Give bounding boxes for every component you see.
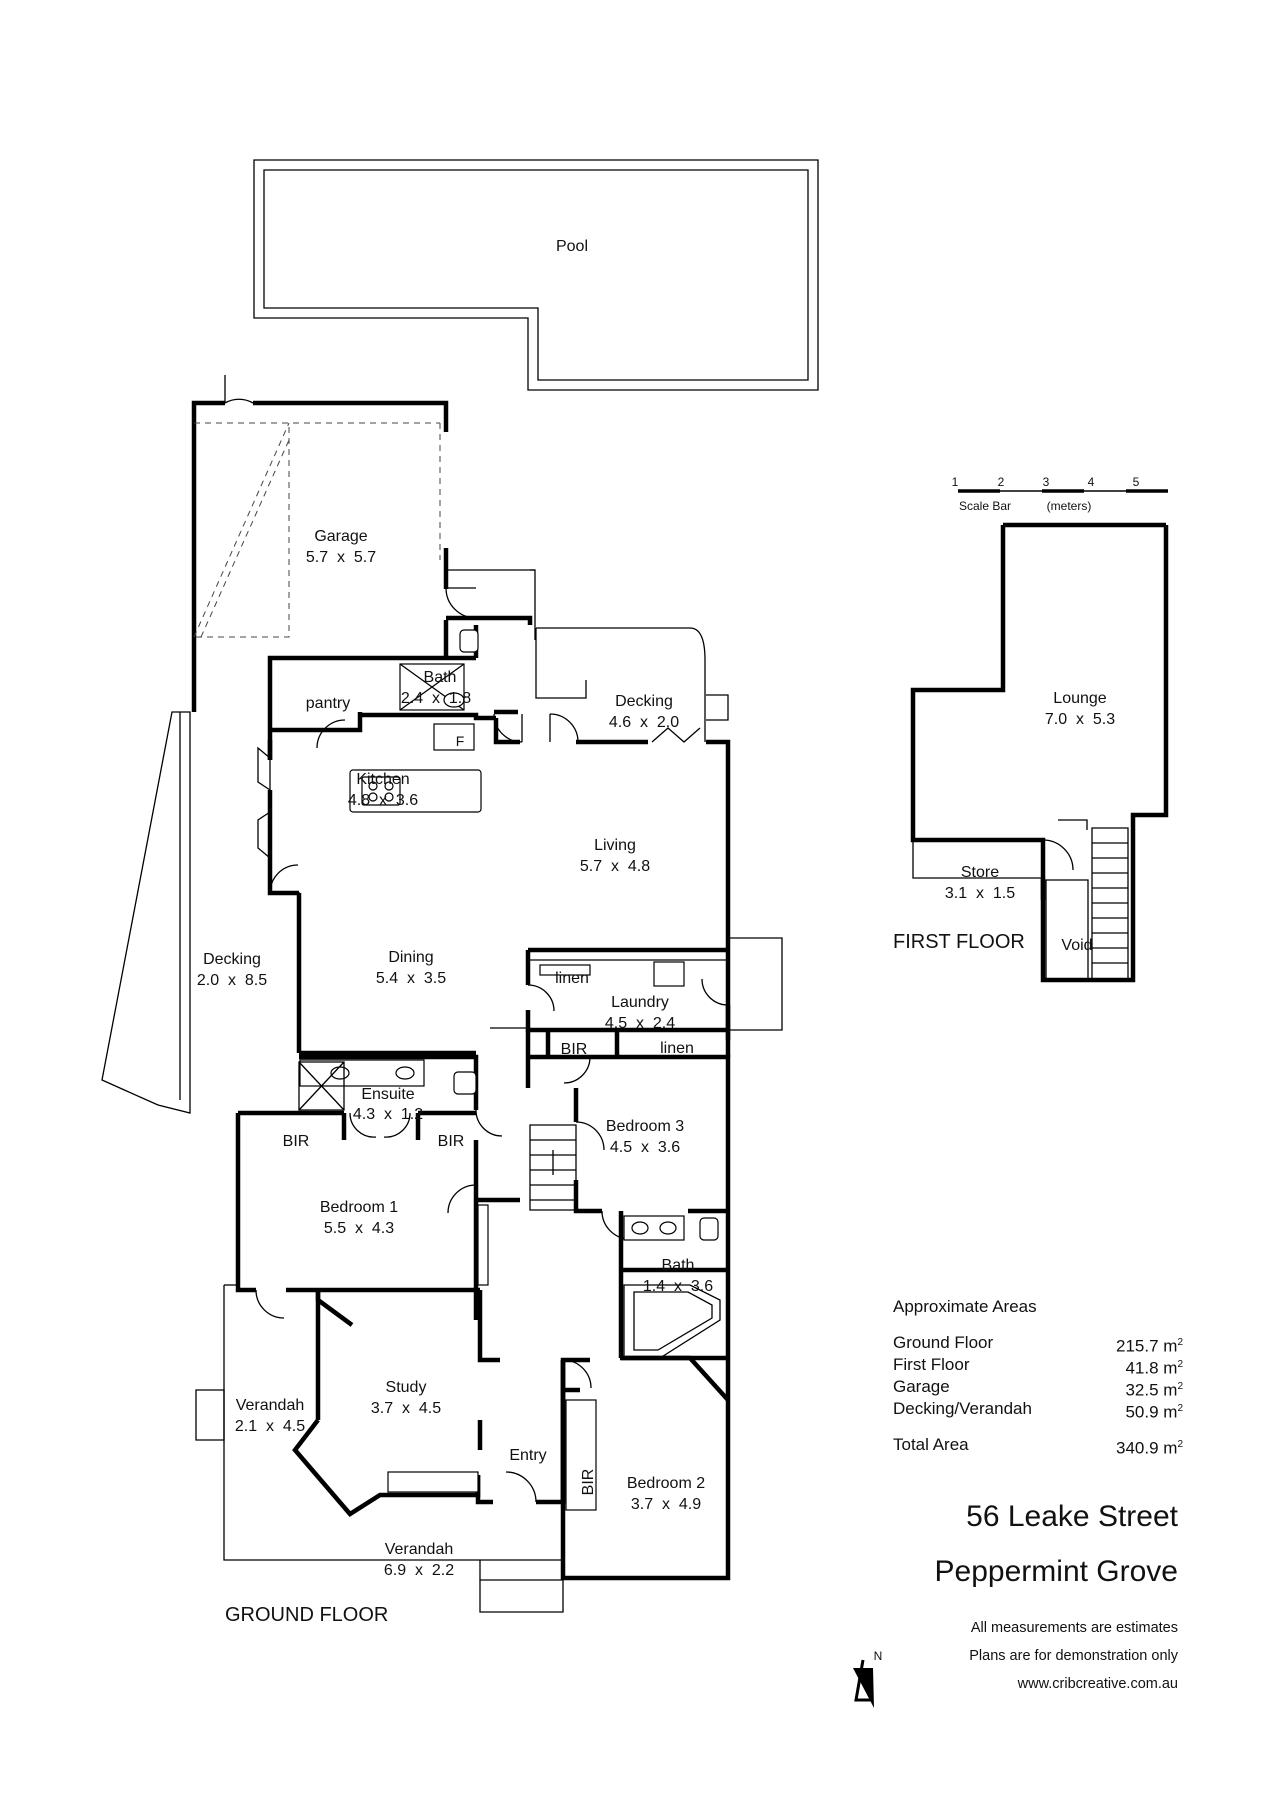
compass-label: N: [874, 1649, 883, 1663]
room-verandah-front-name: Verandah: [385, 1541, 454, 1558]
address-street: 56 Leake Street: [966, 1500, 1178, 1533]
area-value: 41.8 m2: [1125, 1358, 1183, 1378]
verandah-outlines: [195, 1284, 564, 1613]
area-row: Garage 32.5 m2: [893, 1376, 1183, 1400]
room-bath-top-name: Bath: [424, 669, 457, 686]
fixtures: [298, 629, 721, 1511]
room-store-name: Store: [961, 864, 999, 881]
room-dining-dims: 5.4 x 3.5: [376, 970, 446, 987]
note-demonstration: Plans are for demonstration only: [969, 1648, 1178, 1664]
bir-bed3-label: BIR: [561, 1041, 588, 1058]
room-bedroom3-name: Bedroom 3: [606, 1118, 684, 1135]
approximate-areas-table: Approximate Areas Ground Floor 215.7 m2 …: [893, 1296, 1183, 1458]
area-value: 32.5 m2: [1125, 1380, 1183, 1400]
address-suburb: Peppermint Grove: [934, 1555, 1178, 1588]
room-ensuite-name: Ensuite: [361, 1086, 414, 1103]
room-garage-dims: 5.7 x 5.7: [306, 549, 376, 566]
room-laundry-name: Laundry: [611, 994, 669, 1011]
room-bedroom1-dims: 5.5 x 4.3: [324, 1220, 394, 1237]
decking-outlines: [101, 627, 783, 1114]
room-bath-top-dims: 2.4 x 1.8: [401, 690, 471, 707]
area-label: First Floor: [893, 1355, 970, 1374]
scale-tick-1: 1: [952, 475, 959, 489]
room-decking-side-name: Decking: [203, 951, 261, 968]
room-garage-name: Garage: [314, 528, 367, 545]
north-arrow-icon: N: [853, 1649, 882, 1708]
note-website: www.cribcreative.com.au: [1017, 1676, 1178, 1692]
scale-bar: 1 2 3 4 5 Scale Bar (meters): [952, 475, 1168, 513]
bir-bed1-left-label: BIR: [283, 1133, 310, 1150]
room-bedroom1-name: Bedroom 1: [320, 1199, 398, 1216]
area-row: Decking/Verandah 50.9 m2: [893, 1398, 1183, 1422]
room-kitchen-dims: 4.8 x 3.6: [348, 792, 418, 809]
fridge-label: F: [456, 733, 465, 749]
scale-bar-label: Scale Bar: [959, 499, 1011, 513]
ground-stairs: [529, 1124, 577, 1211]
room-bedroom3-dims: 4.5 x 3.6: [610, 1139, 680, 1156]
area-total-label: Total Area: [893, 1435, 969, 1454]
room-entry-name: Entry: [509, 1447, 546, 1464]
scale-tick-5: 5: [1133, 475, 1140, 489]
garage-walls: [191, 375, 477, 712]
room-verandah-front-dims: 6.9 x 2.2: [384, 1562, 454, 1579]
room-pantry-name: pantry: [306, 695, 350, 712]
room-pool-name: Pool: [556, 238, 588, 255]
pool-outline: [253, 159, 819, 391]
bir-bed1-right-label: BIR: [438, 1133, 465, 1150]
area-value: 215.7 m2: [1116, 1336, 1183, 1356]
room-decking-top-dims: 4.6 x 2.0: [609, 714, 679, 731]
room-store-dims: 3.1 x 1.5: [945, 885, 1015, 902]
room-living-dims: 5.7 x 4.8: [580, 858, 650, 875]
area-total-value: 340.9 m2: [1116, 1438, 1183, 1458]
room-study-dims: 3.7 x 4.5: [371, 1400, 441, 1417]
note-estimates: All measurements are estimates: [970, 1620, 1178, 1636]
room-verandah-side-dims: 2.1 x 4.5: [235, 1418, 305, 1435]
room-laundry-dims: 4.5 x 2.4: [605, 1015, 675, 1032]
room-living-name: Living: [594, 837, 636, 854]
room-decking-side-dims: 2.0 x 8.5: [197, 972, 267, 989]
room-dining-name: Dining: [388, 949, 433, 966]
areas-title-row: Approximate Areas: [893, 1296, 1183, 1318]
linen-left-label: linen: [555, 970, 589, 987]
ground-floor-label: GROUND FLOOR: [225, 1604, 388, 1626]
area-value: 50.9 m2: [1125, 1402, 1183, 1422]
area-row: First Floor 41.8 m2: [893, 1354, 1183, 1378]
scale-bar-unit: (meters): [1047, 499, 1092, 513]
disclaimer-notes: All measurements are estimates Plans are…: [969, 1614, 1178, 1698]
area-label: Ground Floor: [893, 1333, 994, 1352]
scale-tick-2: 2: [998, 475, 1005, 489]
scale-tick-4: 4: [1088, 475, 1095, 489]
room-decking-top-name: Decking: [615, 693, 673, 710]
area-label: Garage: [893, 1377, 950, 1396]
room-void-name: Void: [1061, 937, 1092, 954]
door-swings: [255, 713, 729, 1503]
first-floor-walls: [910, 522, 1169, 983]
area-total-row: Total Area 340.9 m2: [893, 1434, 1183, 1458]
bir-bed2-label: BIR: [580, 1469, 597, 1496]
scale-tick-3: 3: [1043, 475, 1050, 489]
area-label: Decking/Verandah: [893, 1399, 1032, 1418]
room-bedroom2-dims: 3.7 x 4.9: [631, 1496, 701, 1513]
room-bath-mid-name: Bath: [662, 1257, 695, 1274]
room-lounge-name: Lounge: [1053, 690, 1106, 707]
first-floor-label: FIRST FLOOR: [893, 931, 1025, 953]
areas-title: Approximate Areas: [893, 1297, 1037, 1316]
linen-right-label: linen: [660, 1040, 694, 1057]
area-row: Ground Floor 215.7 m2: [893, 1332, 1183, 1356]
room-kitchen-name: Kitchen: [356, 771, 409, 788]
room-bath-mid-dims: 1.4 x 3.6: [643, 1278, 713, 1295]
room-lounge-dims: 7.0 x 5.3: [1045, 711, 1115, 728]
room-labels: Pool Garage 5.7 x 5.7 Bath 2.4 x 1.8 pan…: [197, 238, 1115, 1626]
room-verandah-side-name: Verandah: [236, 1397, 305, 1414]
room-bedroom2-name: Bedroom 2: [627, 1475, 705, 1492]
room-study-name: Study: [386, 1379, 427, 1396]
room-ensuite-dims: 4.3 x 1.2: [353, 1106, 423, 1123]
